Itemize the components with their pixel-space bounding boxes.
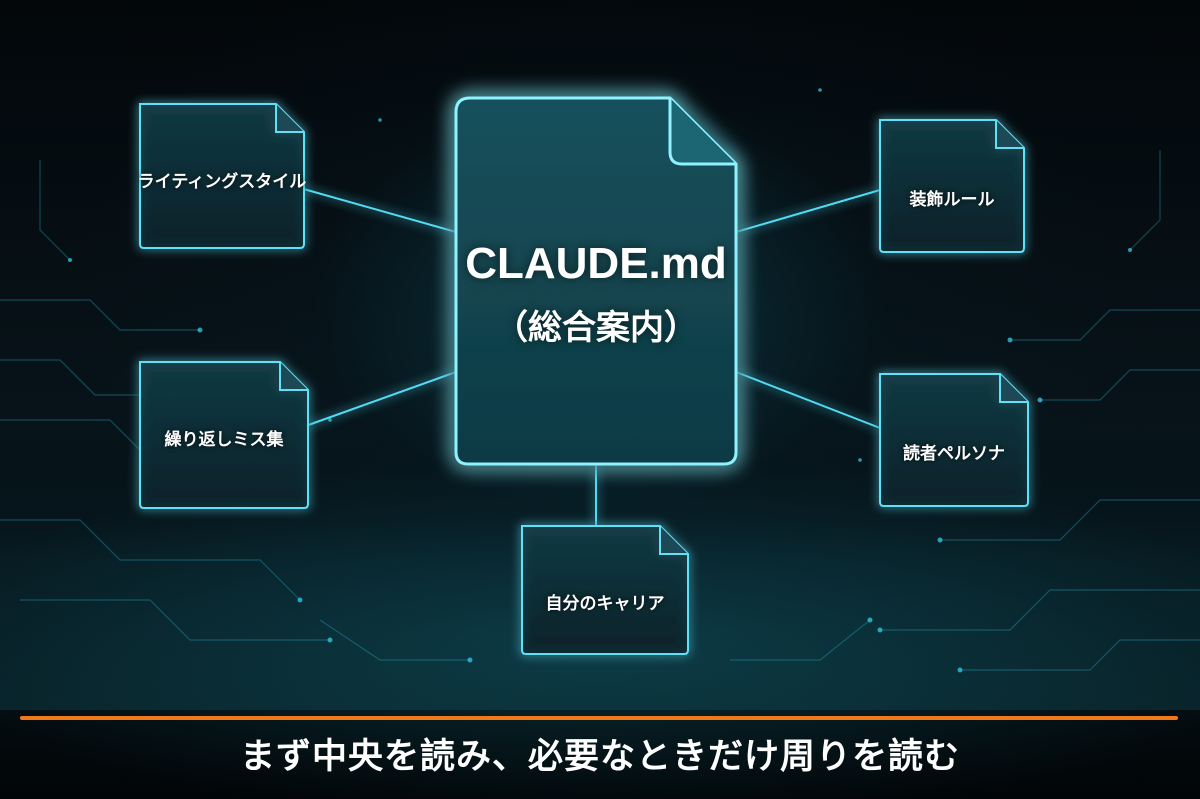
connectors (299, 187, 881, 526)
doc-claude-md (454, 96, 738, 466)
doc-repeated-mistakes (139, 361, 309, 509)
label-reader-persona: 読者ペルソナ (903, 444, 1005, 464)
orange-divider (20, 716, 1178, 720)
label-my-career: 自分のキャリア (545, 594, 665, 614)
center-doc-subtitle: （総合案内） (494, 308, 698, 348)
label-repeated-mistakes: 繰り返しミス集 (164, 430, 284, 450)
connector-writing-style (299, 187, 457, 233)
label-decoration-rules: 装飾ルール (909, 190, 995, 210)
doc-reader-persona (879, 373, 1029, 507)
connector-reader-persona (735, 371, 881, 429)
connector-repeated-mistakes (299, 371, 457, 429)
footer-caption: まず中央を読み、必要なときだけ周りを読む (239, 737, 960, 777)
doc-my-career (521, 525, 689, 655)
connector-decoration-rules (735, 189, 881, 233)
doc-decoration-rules (879, 119, 1025, 253)
label-writing-style: ライティングスタイル (137, 172, 307, 192)
doc-writing-style (139, 103, 305, 249)
center-doc-title: CLAUDE.md (465, 239, 727, 288)
